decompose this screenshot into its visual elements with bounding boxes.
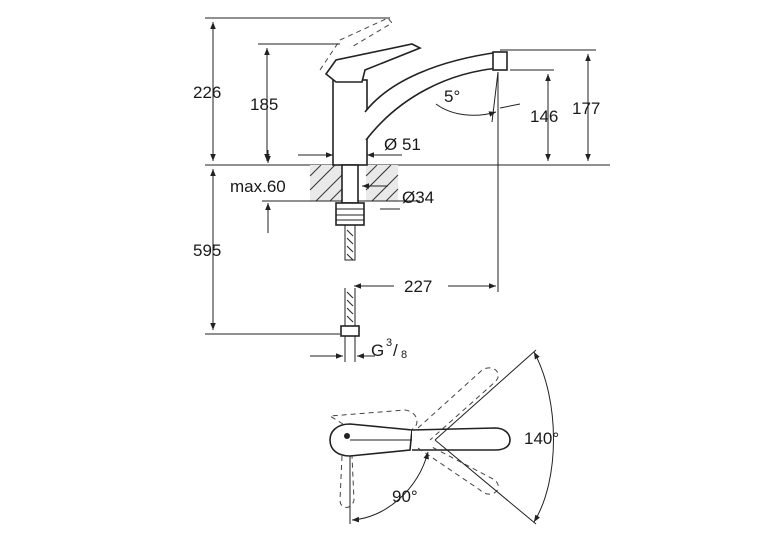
dim-spout-height: 185 [250,95,278,114]
faucet-top-view [328,367,511,508]
mounting-shank [335,164,365,337]
dim-connection-den: 8 [401,349,407,361]
dim-body-diameter: Ø 51 [384,135,421,154]
faucet-side-view [319,17,508,166]
dim-max-height: 177 [572,99,600,118]
dim-lever-angle: 90° [392,487,418,506]
dim-connection-slash: / [393,341,398,360]
dim-mount-thickness: max.60 [230,177,286,196]
dim-connection-g: G [371,341,384,360]
dim-total-height: 226 [193,83,221,102]
dim-reach: 227 [404,277,432,296]
dim-hole-diameter: Ø34 [402,188,434,207]
dim-outlet-height: 146 [530,107,558,126]
dim-swivel-angle: 140° [524,429,559,448]
dim-connection-num: 3 [386,337,392,349]
dim-spout-angle: 5° [444,87,460,106]
countertop-hatch [300,164,420,202]
dim-under-counter: 595 [193,241,221,260]
